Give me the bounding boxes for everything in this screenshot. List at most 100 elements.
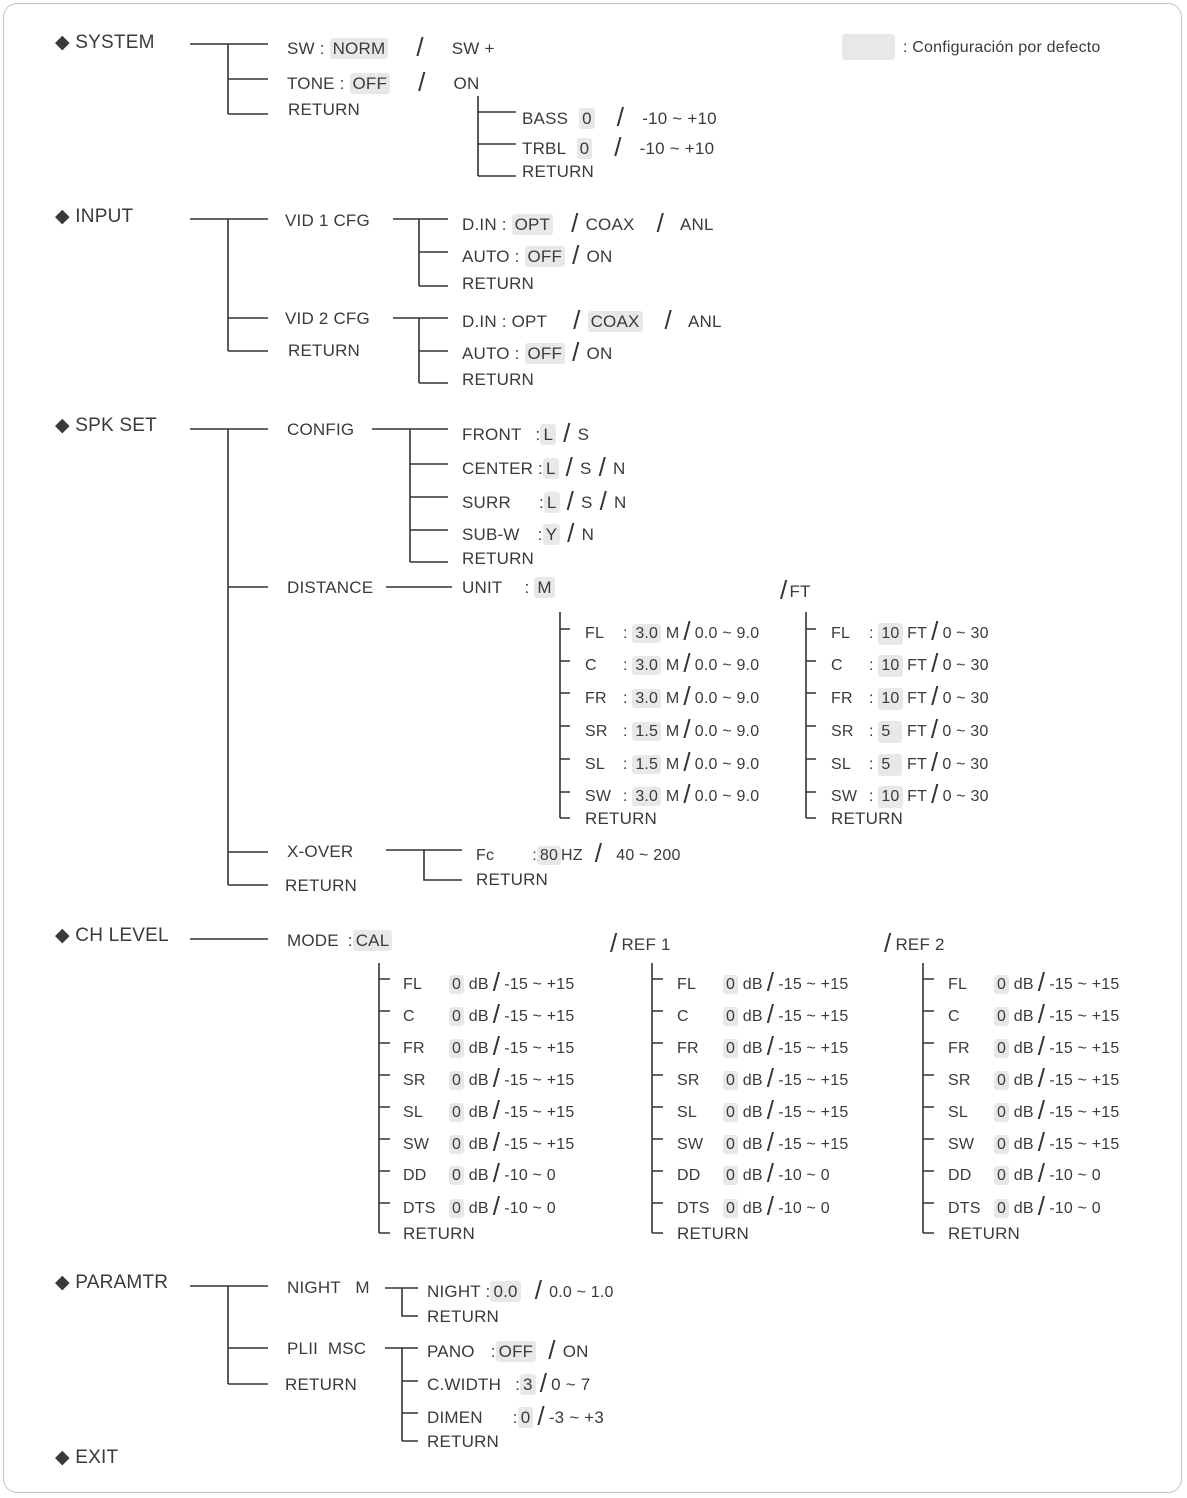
distance-unit: FT — [906, 723, 927, 740]
distance-range: 0.0 ~ 9.0 — [694, 690, 760, 707]
trbl-label: TRBL — [522, 139, 566, 158]
meters-return: RETURN — [585, 809, 658, 828]
distance-ft-row: SL: 5 FT/0 ~ 30 — [831, 747, 989, 777]
colon: : — [524, 578, 530, 597]
vid1-din-row: D.IN : OPT/COAX/ANL — [462, 208, 714, 238]
distance-m-row: C: 3.0 M/0.0 ~ 9.0 — [585, 648, 760, 678]
diamond-icon: ◆ — [55, 206, 70, 227]
subw-n: N — [581, 525, 595, 544]
colon: : — [869, 657, 874, 674]
center-n: N — [613, 459, 626, 478]
level-range: -15 ~ +15 — [778, 1136, 849, 1153]
level-unit: dB — [1013, 976, 1034, 993]
vid2-cfg: VID 2 CFG — [285, 309, 370, 328]
subw-row: SUB-W:Y/N — [462, 518, 595, 548]
colon: : — [535, 425, 541, 444]
night-return: RETURN — [427, 1307, 500, 1326]
distance-value: 5 — [878, 721, 903, 743]
level-unit: dB — [468, 1104, 489, 1121]
distance-value: 3.0 — [632, 689, 662, 708]
channel-label: DTS — [403, 1200, 436, 1217]
input-heading: ◆ INPUT — [55, 207, 133, 227]
bass-value: 0 — [579, 108, 595, 129]
channel-label: SR — [677, 1072, 700, 1089]
level-value: 0 — [994, 1071, 1010, 1090]
level-value: 0 — [449, 1039, 465, 1058]
level-value: 0 — [449, 1103, 465, 1122]
level-range: -10 ~ 0 — [504, 1200, 556, 1217]
channel-label: FR — [831, 690, 853, 707]
default-setting-swatch — [842, 34, 895, 60]
spk-config: CONFIG — [287, 420, 355, 439]
exit-title: EXIT — [75, 1447, 119, 1468]
sw-default: NORM — [329, 38, 389, 59]
input-return: RETURN — [288, 341, 361, 360]
fc-range: 40 ~ 200 — [616, 847, 681, 864]
colon: : — [869, 756, 874, 773]
system-tone-row: TONE : OFF/ON — [287, 67, 480, 97]
param-return: RETURN — [285, 1375, 358, 1394]
level-unit: dB — [742, 1167, 763, 1184]
channel-label: SW — [585, 788, 612, 805]
front-row: FRONT:L/S — [462, 418, 590, 448]
colon: : — [869, 690, 874, 707]
night-range: 0.0 ~ 1.0 — [549, 1284, 614, 1301]
system-title: SYSTEM — [75, 32, 155, 53]
trbl-value: 0 — [576, 138, 593, 159]
level-unit: dB — [1013, 1008, 1034, 1025]
distance-value: 3.0 — [632, 624, 662, 643]
channel-label: C — [948, 1008, 960, 1025]
level-unit: dB — [468, 1136, 489, 1153]
level-range: -15 ~ +15 — [504, 1072, 575, 1089]
colon: : — [623, 690, 628, 707]
colon: : — [623, 625, 628, 642]
colon: : — [869, 625, 874, 642]
level-range: -15 ~ +15 — [778, 1008, 849, 1025]
channel-label: C — [831, 657, 843, 674]
level-value: 0 — [449, 1166, 465, 1185]
distance-value: 10 — [878, 623, 903, 645]
level-range: -15 ~ +15 — [504, 1136, 575, 1153]
level-range: -10 ~ 0 — [1049, 1200, 1101, 1217]
auto-on: ON — [586, 247, 613, 266]
dimen-default: 0 — [517, 1407, 534, 1428]
din2-label: D.IN : OPT — [462, 312, 548, 331]
unit-ft: /FT — [780, 575, 811, 605]
level-value: 0 — [723, 1166, 739, 1185]
ch-title: CH LEVEL — [75, 925, 169, 946]
distance-unit: M — [665, 690, 680, 707]
distance-unit: M — [665, 788, 680, 805]
spk-return: RETURN — [285, 876, 358, 895]
level-value: 0 — [994, 1007, 1010, 1026]
level-range: -15 ~ +15 — [504, 976, 575, 993]
distance-value: 3.0 — [632, 656, 662, 675]
distance-unit: FT — [907, 788, 928, 805]
center-s: S — [580, 459, 592, 478]
level-unit: dB — [742, 976, 763, 993]
distance-unit: M — [665, 756, 680, 773]
vid2-auto-row: AUTO : OFF/ON — [462, 337, 613, 367]
channel-label: SL — [585, 756, 605, 773]
level-range: -15 ~ +15 — [1049, 1008, 1120, 1025]
distance-ft-row: FL: 10 FT/0 ~ 30 — [831, 616, 989, 646]
subw-label: SUB-W — [462, 525, 520, 544]
level-range: -15 ~ +15 — [778, 1104, 849, 1121]
channel-label: FR — [948, 1040, 970, 1057]
center-label: CENTER : — [462, 459, 543, 478]
surr-n: N — [614, 493, 627, 512]
level-value: 0 — [723, 1199, 739, 1218]
level-unit: dB — [468, 976, 489, 993]
level-value: 0 — [994, 1135, 1010, 1154]
mode-default: CAL — [352, 930, 393, 951]
cal-return: RETURN — [403, 1224, 476, 1243]
level-unit: dB — [468, 1008, 489, 1025]
distance-range: 0 ~ 30 — [942, 723, 989, 740]
mode-label: MODE — [287, 931, 339, 950]
level-range: -15 ~ +15 — [1049, 976, 1120, 993]
